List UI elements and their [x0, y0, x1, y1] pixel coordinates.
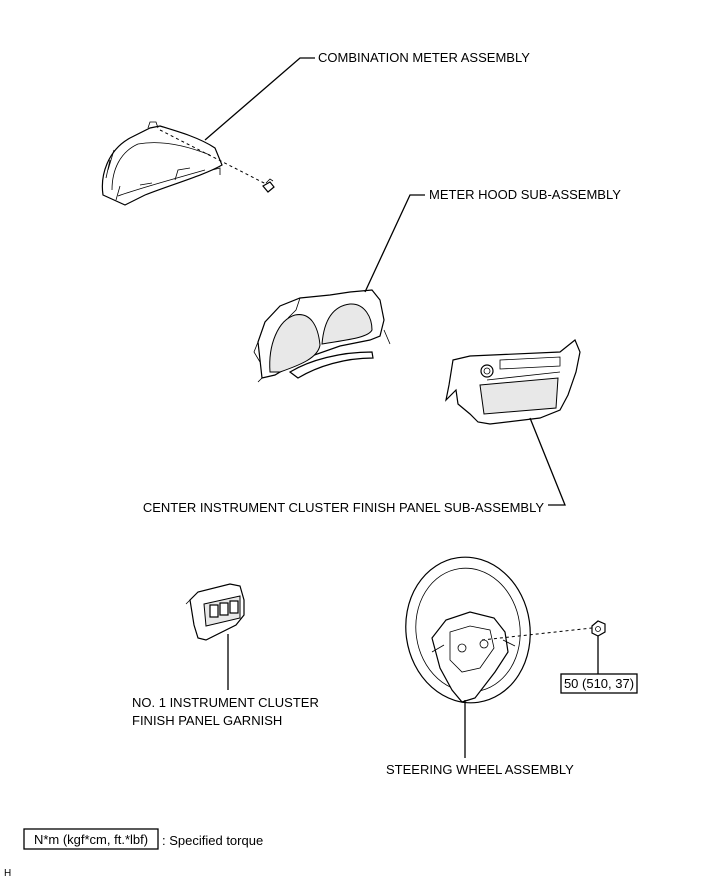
meter-hood-sub-assembly [253, 289, 391, 383]
legend-description: : Specified torque [162, 833, 263, 848]
legend-unit-text: N*m (kgf*cm, ft.*lbf) [34, 832, 148, 847]
screw-guide-line [159, 129, 267, 185]
steering-wheel-assembly [405, 556, 531, 704]
label-center-panel: CENTER INSTRUMENT CLUSTER FINISH PANEL S… [143, 500, 544, 515]
panel-knob-icon [480, 364, 494, 378]
footer-code: H [4, 868, 11, 879]
meter-screw [262, 178, 275, 193]
torque-steering-nut: 50 (510, 37) [564, 676, 634, 691]
leader-center-panel [529, 417, 566, 506]
label-garnish-line2: FINISH PANEL GARNISH [132, 713, 282, 728]
label-meter-hood: METER HOOD SUB-ASSEMBLY [429, 187, 621, 202]
nut-guide-line [481, 627, 593, 641]
instrument-cluster-finish-panel-garnish [185, 583, 245, 641]
combination-meter-assembly [101, 121, 223, 206]
label-steering-wheel: STEERING WHEEL ASSEMBLY [386, 762, 574, 777]
torque-box-steering-nut [560, 673, 638, 694]
label-garnish-line1: NO. 1 INSTRUMENT CLUSTER [132, 695, 319, 710]
steering-nut [591, 620, 606, 637]
leader-combination-meter [204, 57, 315, 141]
label-combination-meter: COMBINATION METER ASSEMBLY [318, 50, 530, 65]
center-instrument-cluster-finish-panel [445, 339, 581, 425]
legend-unit-box [23, 828, 159, 850]
leader-meter-hood [364, 194, 425, 293]
